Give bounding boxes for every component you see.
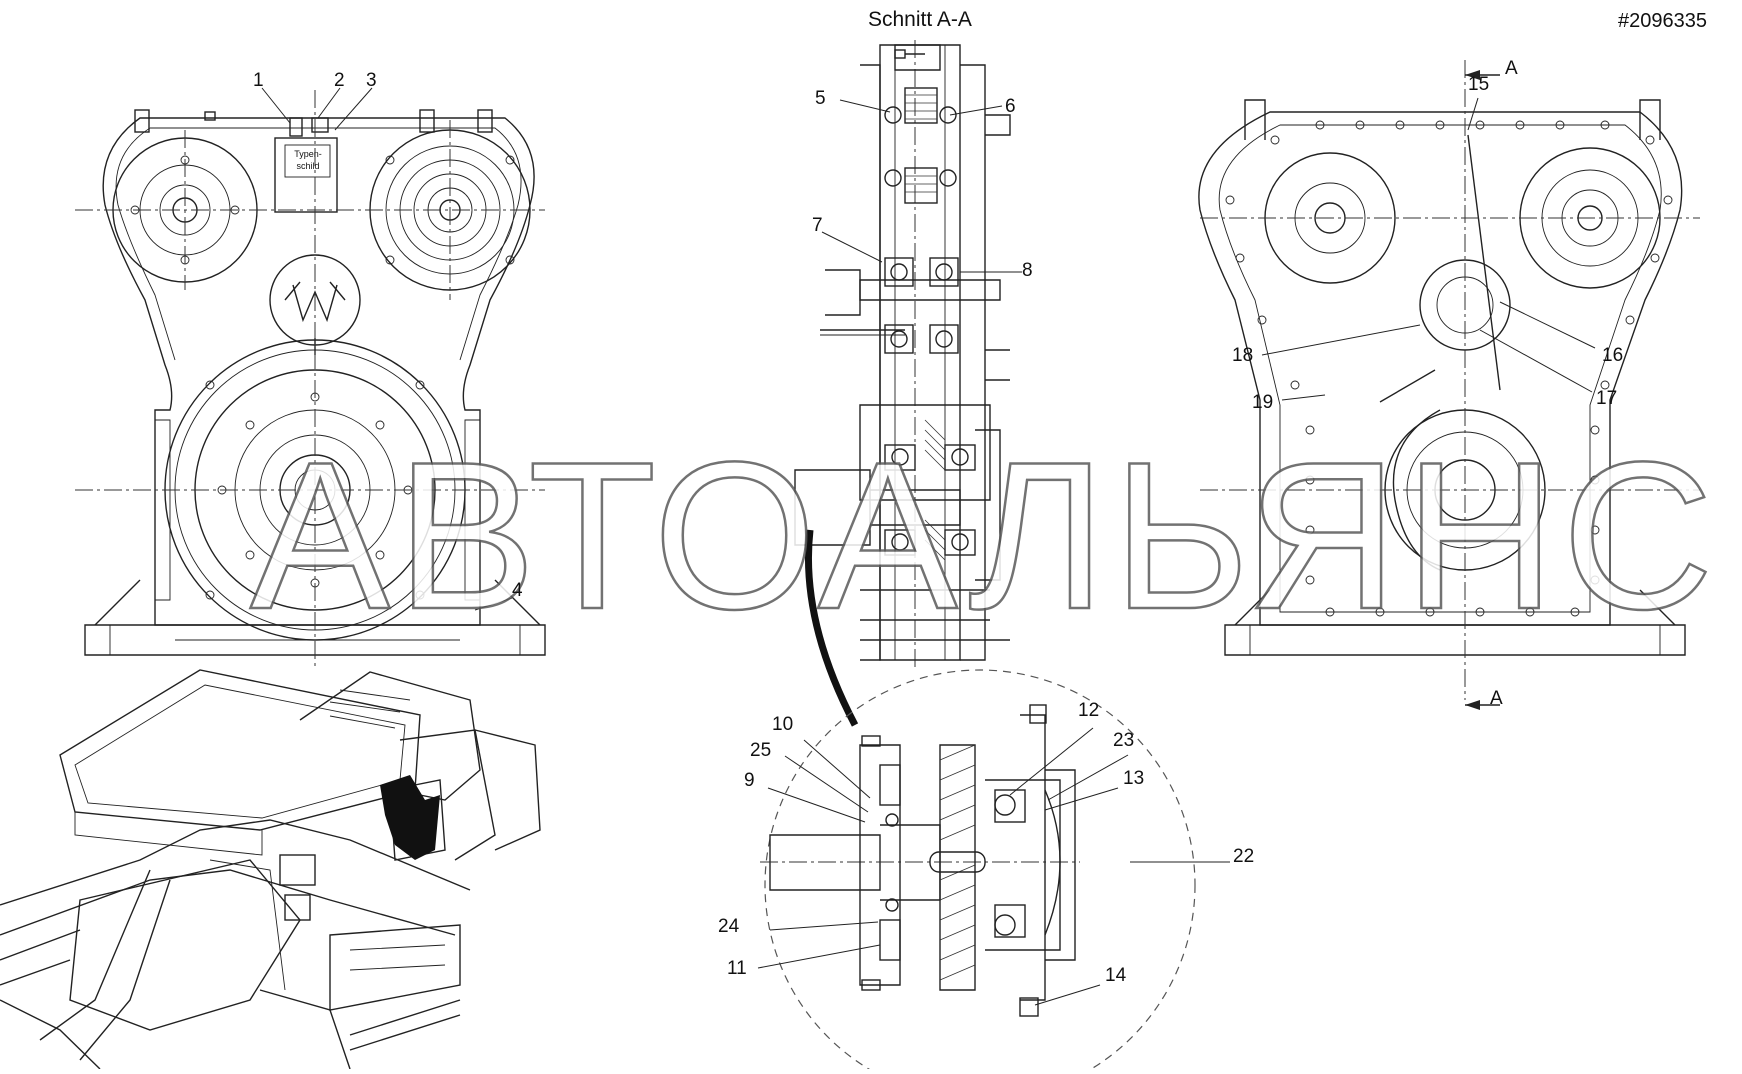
callout-18: 18 bbox=[1232, 345, 1254, 366]
callout-16: 16 bbox=[1602, 345, 1624, 366]
gearbox-location-highlight bbox=[380, 775, 440, 860]
machine-isometric bbox=[0, 669, 541, 1070]
callout-24: 24 bbox=[718, 916, 740, 937]
nameplate-label: Typen-schild bbox=[294, 149, 322, 171]
detail-arrow bbox=[804, 529, 859, 727]
callout-2: 2 bbox=[334, 70, 345, 91]
rear-bolt-ring bbox=[1225, 120, 1673, 617]
detail-view bbox=[760, 669, 1196, 1074]
callout-8: 8 bbox=[1022, 260, 1033, 281]
callout-15: 15 bbox=[1468, 74, 1490, 95]
section-marker-top: A bbox=[1505, 58, 1518, 79]
section-a-a bbox=[794, 40, 1011, 670]
front-view-gearbox bbox=[75, 90, 546, 670]
callout-14: 14 bbox=[1105, 965, 1127, 986]
callout-10: 10 bbox=[772, 714, 794, 735]
callout-23: 23 bbox=[1113, 730, 1135, 751]
drawing-code: #2096335 bbox=[1618, 10, 1707, 32]
section-title: Schnitt A-A bbox=[868, 8, 972, 31]
callout-1: 1 bbox=[253, 70, 264, 91]
callout-17: 17 bbox=[1596, 388, 1618, 409]
callout-25: 25 bbox=[750, 740, 772, 761]
leader-lines bbox=[261, 87, 1596, 1006]
callout-5: 5 bbox=[815, 88, 826, 109]
section-marker-bottom: A bbox=[1490, 688, 1503, 709]
callout-9: 9 bbox=[744, 770, 755, 791]
callout-22: 22 bbox=[1233, 846, 1255, 867]
callout-11: 11 bbox=[727, 958, 747, 979]
rear-view-gearbox bbox=[1198, 60, 1700, 710]
callout-3: 3 bbox=[366, 70, 377, 91]
nameplate bbox=[274, 137, 338, 213]
callout-4: 4 bbox=[512, 580, 523, 601]
callout-13: 13 bbox=[1123, 768, 1145, 789]
callout-12: 12 bbox=[1078, 700, 1100, 721]
callout-7: 7 bbox=[812, 215, 823, 236]
callout-6: 6 bbox=[1005, 96, 1016, 117]
callout-19: 19 bbox=[1252, 392, 1274, 413]
